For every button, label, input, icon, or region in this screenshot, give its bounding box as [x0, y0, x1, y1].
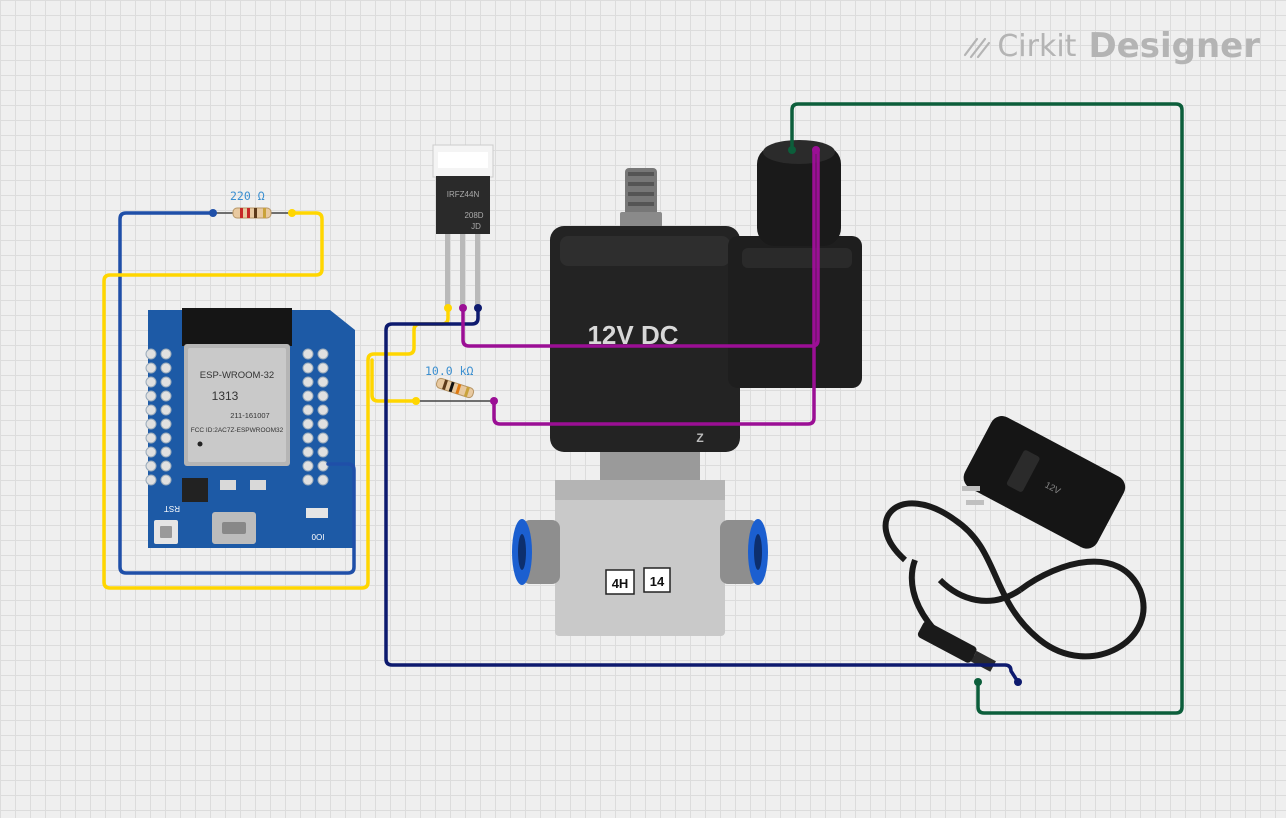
endpoint[interactable] [288, 209, 296, 217]
header-pin[interactable] [145, 348, 157, 360]
header-pin[interactable] [160, 376, 172, 388]
solenoid-valve[interactable]: 4H 14 12V DC Z [512, 140, 862, 636]
header-pin[interactable] [302, 446, 314, 458]
cirkit-logo-icon [964, 37, 991, 59]
header-pin[interactable] [317, 362, 329, 374]
header-pin[interactable] [302, 348, 314, 360]
header-pin[interactable] [145, 390, 157, 402]
wire-green[interactable] [790, 102, 1184, 715]
resistor-10k-label: 10.0 kΩ [425, 364, 474, 378]
brand-name-bold: Designer [1088, 26, 1260, 66]
mosfet-irfz44n[interactable]: IRFZ44N 208D JD [432, 144, 494, 306]
wire-blue[interactable] [118, 211, 356, 575]
header-pin[interactable] [317, 418, 329, 430]
wire-yellow-2[interactable] [370, 358, 418, 403]
header-pin[interactable] [145, 362, 157, 374]
endpoint[interactable] [444, 304, 452, 312]
header-pin[interactable] [302, 418, 314, 430]
header-pin[interactable] [145, 460, 157, 472]
header-pin[interactable] [317, 460, 329, 472]
power-adapter[interactable]: 12V [882, 412, 1147, 675]
esp-module-cert: 1313 [212, 389, 239, 403]
header-pin[interactable] [317, 348, 329, 360]
valve-port-a-label: 4H [612, 576, 629, 591]
resistor-220[interactable] [213, 207, 292, 219]
cirkit-designer-logo: Cirkit Designer [961, 26, 1260, 66]
endpoint[interactable] [412, 397, 420, 405]
endpoint[interactable] [788, 146, 796, 154]
resistor-220-label: 220 Ω [230, 189, 265, 203]
endpoint[interactable] [209, 209, 217, 217]
header-pin[interactable] [302, 390, 314, 402]
header-pin[interactable] [160, 348, 172, 360]
header-pin[interactable] [317, 390, 329, 402]
valve-coil-mark: Z [696, 431, 703, 445]
header-pin[interactable] [317, 432, 329, 444]
esp-io0-label: IO0 [311, 532, 324, 541]
header-pin[interactable] [160, 446, 172, 458]
header-pin[interactable] [145, 418, 157, 430]
header-pin[interactable] [160, 362, 172, 374]
header-pin[interactable] [145, 474, 157, 486]
wire-purple-2[interactable] [492, 148, 816, 426]
header-pin[interactable] [317, 376, 329, 388]
endpoint[interactable] [974, 678, 982, 686]
resistor-10k[interactable] [416, 377, 494, 402]
endpoint[interactable] [474, 304, 482, 312]
header-pin[interactable] [160, 460, 172, 472]
header-pin[interactable] [145, 446, 157, 458]
mosfet-code-1: 208D [464, 211, 483, 220]
endpoint[interactable] [459, 304, 467, 312]
valve-port-b-label: 14 [650, 574, 665, 589]
header-pin[interactable] [160, 418, 172, 430]
header-pin[interactable] [160, 404, 172, 416]
header-pin[interactable] [302, 432, 314, 444]
header-pin[interactable] [160, 474, 172, 486]
esp-module-reg: 211-161007 [230, 411, 269, 420]
header-pin[interactable] [145, 376, 157, 388]
header-pin[interactable] [160, 432, 172, 444]
endpoint[interactable] [490, 397, 498, 405]
esp32-board[interactable]: ESP-WROOM-32 1313 211-161007 FCC ID:2AC7… [145, 308, 355, 548]
esp-rst-label: RST [164, 504, 180, 513]
brand-name-light: Cirkit [997, 28, 1077, 64]
header-pin[interactable] [317, 446, 329, 458]
header-pin[interactable] [302, 460, 314, 472]
endpoint[interactable] [812, 146, 820, 154]
header-pin[interactable] [145, 404, 157, 416]
header-pin[interactable] [145, 432, 157, 444]
header-pin[interactable] [302, 404, 314, 416]
wire-purple-1[interactable] [461, 148, 820, 348]
mosfet-part-label: IRFZ44N [447, 190, 480, 199]
wire-navy[interactable] [384, 306, 1020, 684]
header-pin[interactable] [302, 474, 314, 486]
header-pin[interactable] [302, 376, 314, 388]
header-pin[interactable] [160, 390, 172, 402]
header-pin[interactable] [317, 404, 329, 416]
mosfet-code-2: JD [471, 222, 481, 231]
esp-module-name: ESP-WROOM-32 [200, 370, 274, 381]
header-pin[interactable] [302, 362, 314, 374]
esp-module-fcc: FCC ID:2AC7Z-ESPWROOM32 [191, 427, 284, 434]
endpoint[interactable] [1014, 678, 1022, 686]
header-pin[interactable] [317, 474, 329, 486]
